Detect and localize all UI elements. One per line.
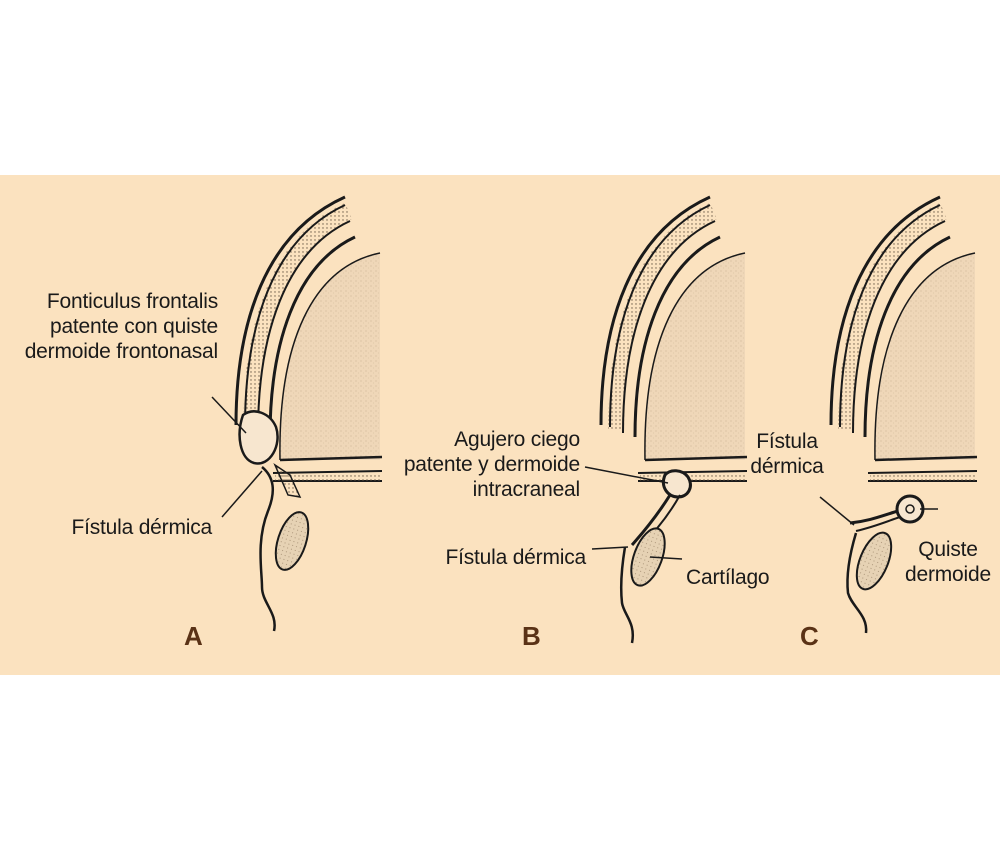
panel-b-cyst-leader [584, 466, 669, 484]
panel-a-fistula-leader [221, 470, 263, 518]
panel-a-fistula-label: Fístula dérmica [71, 516, 212, 539]
panel-a-nasal-profile [259, 466, 276, 632]
panel-c-drawing [819, 195, 979, 634]
panel-b-cartilage [630, 527, 666, 587]
panel-b-nasal-profile [619, 546, 635, 644]
panel-b-cyst-label: Agujero ciego patente y dermoide intracr… [403, 428, 580, 501]
panel-b-dermoid-cyst [662, 469, 692, 499]
panel-c-fistula-tract [849, 509, 899, 525]
panel-a-nasal-tissue [273, 462, 302, 498]
panel-b-drawing [584, 195, 749, 644]
panel-c-cartilage [855, 531, 893, 591]
diagram-figure: Fonticulus frontalis patente con quiste … [0, 175, 1000, 675]
panel-a-letter: A [184, 621, 203, 651]
panel-a-drawing [211, 195, 384, 632]
panel-b-letter: B [522, 621, 541, 651]
panel-c-nasal-profile [846, 532, 868, 634]
panel-c-fistula-leader [819, 496, 855, 526]
panel-a-cyst-leader [211, 396, 247, 434]
panel-b-fistula-label: Fístula dérmica [445, 546, 586, 569]
panel-c-cyst-label: Quiste dermoide [905, 538, 991, 586]
panel-b-fistula-leader [591, 546, 629, 550]
diagram-canvas [0, 175, 1000, 675]
panel-a-dermoid-cyst [238, 410, 279, 465]
panel-c-fistula-label: Fístula dérmica [750, 430, 824, 478]
panel-b-cartilage-leader [649, 556, 683, 560]
panel-a-cyst-label: Fonticulus frontalis patente con quiste … [24, 290, 218, 363]
figure-background [0, 175, 1000, 675]
panel-b-cartilage-label: Cartílago [686, 566, 770, 589]
panel-c-letter: C [800, 621, 819, 651]
panel-a-cartilage [274, 511, 310, 571]
panel-b-foramen-tract [630, 494, 672, 546]
